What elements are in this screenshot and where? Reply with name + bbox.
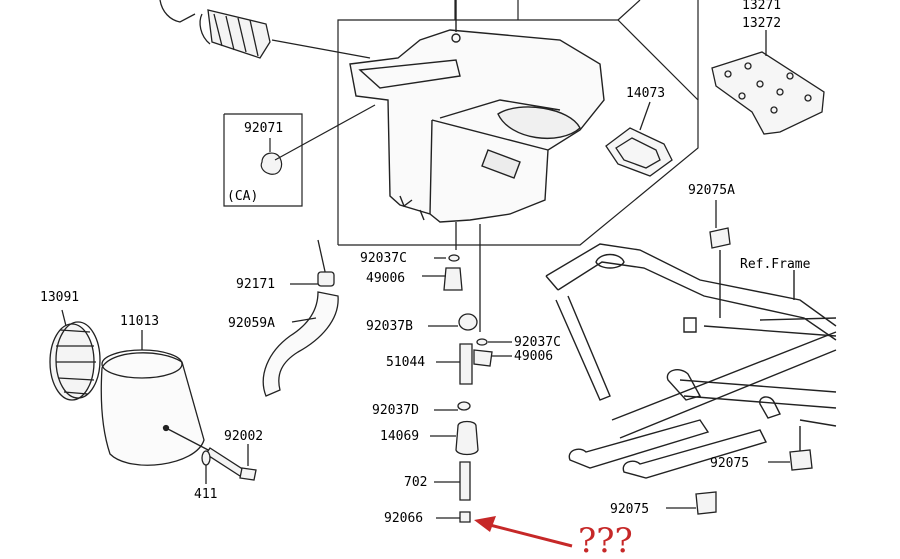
label-92002: 92002 [224, 429, 263, 444]
air-cleaner-housing [349, 0, 605, 223]
inset-92071 [223, 104, 376, 207]
vehicle-frame [545, 243, 837, 479]
label-ref-frame: Ref.Frame [740, 257, 811, 272]
label-13091: 13091 [40, 290, 79, 305]
label-49006-a: 49006 [366, 271, 405, 286]
label-51044: 51044 [386, 355, 425, 370]
intake-hose [159, 0, 371, 59]
bracket-13271 [711, 30, 825, 135]
annotation-arrow-head [474, 516, 496, 532]
label-92037B: 92037B [366, 319, 413, 334]
label-11013: 11013 [120, 314, 159, 329]
label-92059A: 92059A [228, 316, 275, 331]
red-annotation: ??? [474, 516, 633, 559]
label-92037C-a: 92037C [360, 251, 407, 266]
label-49006-b: 49006 [514, 349, 553, 364]
label-92037C-b: 92037C [514, 335, 561, 350]
label-92171: 92171 [236, 277, 275, 292]
filter-11013 [100, 330, 213, 466]
label-ca: (CA) [227, 189, 258, 204]
assembly-frame [337, 0, 699, 246]
label-92075-a: 92075 [710, 456, 749, 471]
pad-14073 [605, 101, 673, 177]
label-13272: 13272 [742, 16, 781, 31]
drain-stack [422, 222, 512, 523]
bolt-92002 [201, 444, 257, 484]
annotation-question-marks: ??? [578, 521, 633, 559]
drain-hose [262, 239, 339, 397]
bushings [666, 200, 813, 515]
label-92037D: 92037D [372, 403, 419, 418]
label-92071: 92071 [244, 121, 283, 136]
label-92075-b: 92075 [610, 502, 649, 517]
label-92066: 92066 [384, 511, 423, 526]
filter-13091 [49, 309, 101, 401]
label-14073: 14073 [626, 86, 665, 101]
part-labels: 13271 13272 14073 92071 (CA) 92075A Ref.… [40, 0, 811, 526]
label-14069: 14069 [380, 429, 419, 444]
annotation-arrow-shaft [485, 522, 573, 548]
label-702: 702 [404, 475, 427, 490]
label-92075A: 92075A [688, 183, 735, 198]
label-13271: 13271 [742, 0, 781, 13]
label-411: 411 [194, 487, 217, 502]
